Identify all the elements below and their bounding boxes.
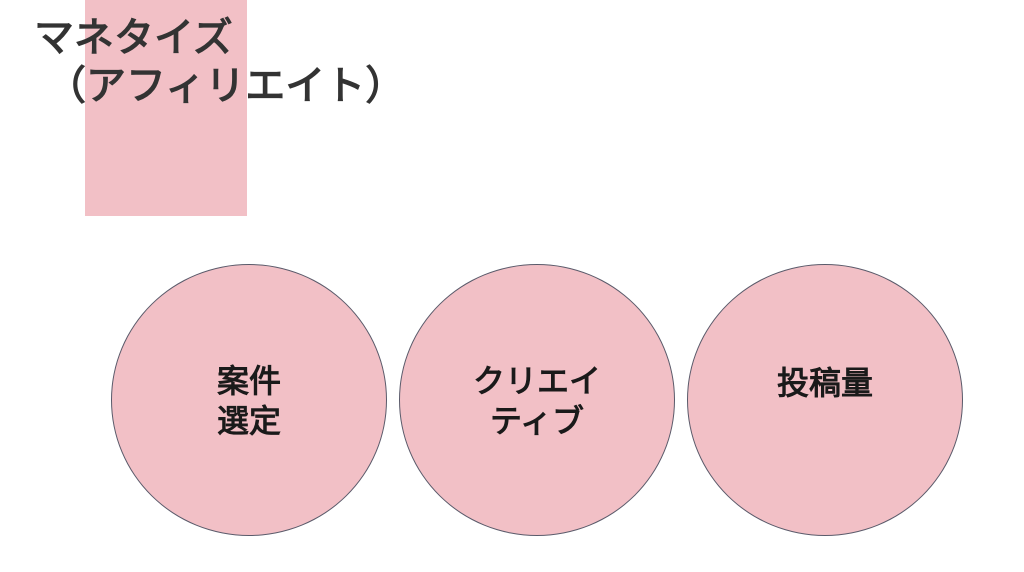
circle-case-selection: 案件 選定 — [111, 264, 387, 536]
accent-block — [85, 0, 247, 216]
circle-label: 投稿量 — [688, 363, 962, 403]
slide-title: マネタイズ （アフィリエイト） — [34, 14, 405, 110]
circle-label: 案件 選定 — [112, 361, 386, 441]
circle-creative: クリエイ ティブ — [399, 264, 675, 536]
title-line-2: （アフィリエイト） — [46, 63, 406, 109]
circle-label-line-1: 投稿量 — [776, 364, 873, 402]
circle-label-line-1: クリエイ — [472, 362, 601, 400]
circle-label: クリエイ ティブ — [400, 361, 674, 441]
circle-label-line-2: 選定 — [216, 402, 281, 440]
title-line-1: マネタイズ — [34, 15, 233, 61]
circle-label-line-1: 案件 — [216, 362, 281, 400]
circle-post-volume: 投稿量 — [687, 264, 963, 536]
circle-label-line-2: ティブ — [489, 402, 585, 440]
